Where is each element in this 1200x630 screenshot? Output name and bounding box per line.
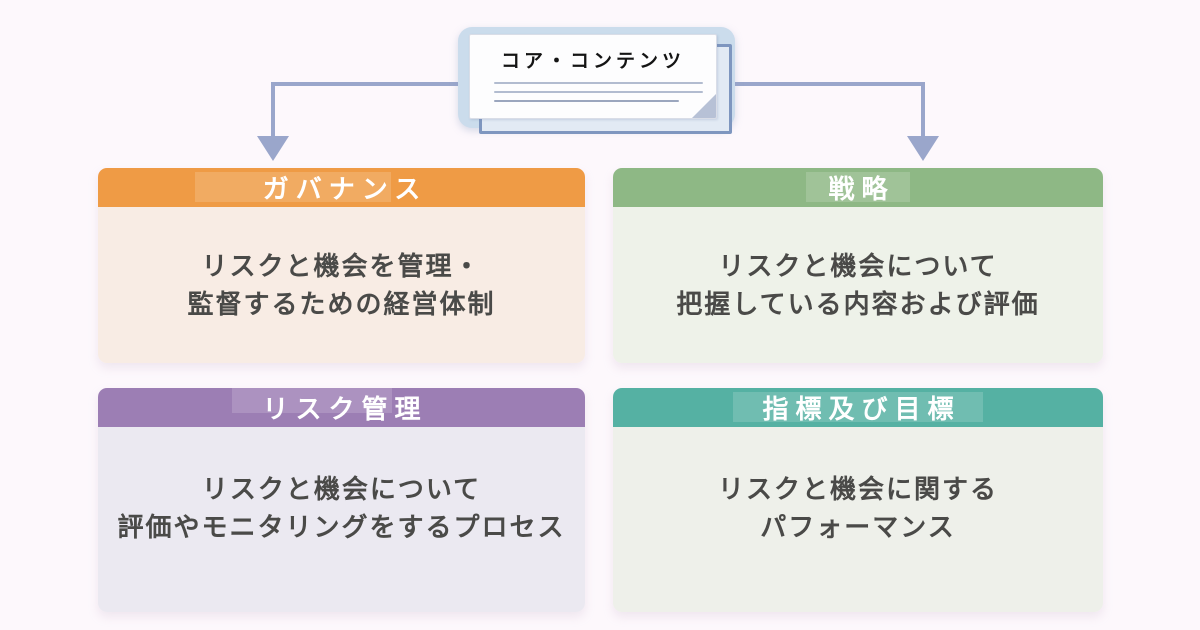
card-strategy: 戦略 リスクと機会について 把握している内容および評価 — [613, 168, 1103, 363]
card-governance-header: ガバナンス — [98, 168, 585, 207]
card-risk-management-text-line2: 評価やモニタリングをするプロセス — [117, 511, 566, 542]
connector-arrow-right — [733, 82, 939, 161]
card-metrics-targets: 指標及び目標 リスクと機会に関する パフォーマンス — [613, 388, 1103, 612]
text-line-decoration — [494, 82, 703, 84]
card-risk-management-header: リスク管理 — [98, 388, 585, 427]
arrowhead-down-icon — [257, 136, 289, 161]
connector-arrow-left — [257, 82, 460, 161]
card-governance-body: リスクと機会を管理・ 監督するための経営体制 — [98, 207, 585, 363]
card-metrics-targets-body: リスクと機会に関する パフォーマンス — [613, 427, 1103, 612]
card-strategy-text-line2: 把握している内容および評価 — [676, 289, 1040, 319]
folded-corner-icon — [692, 94, 716, 118]
card-strategy-title: 戦略 — [828, 174, 895, 204]
header-highlight — [194, 172, 391, 202]
card-governance-text-line1: リスクと機会を管理・ — [201, 251, 482, 281]
card-governance-text-line2: 監督するための経営体制 — [187, 289, 496, 319]
card-metrics-targets-text-line1: リスクと機会に関する — [717, 473, 998, 504]
card-risk-management-text-line1: リスクと機会について — [201, 473, 482, 504]
card-metrics-targets-text-line2: パフォーマンス — [760, 511, 956, 542]
core-content-document: コア・コンテンツ — [458, 27, 735, 134]
card-strategy-body: リスクと機会について 把握している内容および評価 — [613, 207, 1103, 363]
card-strategy-header: 戦略 — [613, 168, 1103, 207]
header-highlight — [806, 172, 910, 202]
text-line-decoration — [494, 91, 703, 93]
arrowhead-down-icon — [907, 136, 939, 161]
card-risk-management: リスク管理 リスクと機会について 評価やモニタリングをするプロセス — [98, 388, 585, 612]
card-governance-title: ガバナンス — [262, 174, 428, 204]
card-governance: ガバナンス リスクと機会を管理・ 監督するための経営体制 — [98, 168, 585, 363]
text-line-decoration — [494, 100, 679, 102]
card-metrics-targets-title: 指標及び目標 — [762, 394, 961, 424]
card-risk-management-title: リスク管理 — [262, 394, 428, 424]
card-risk-management-body: リスクと機会について 評価やモニタリングをするプロセス — [98, 427, 585, 612]
header-highlight — [733, 392, 983, 422]
card-strategy-text-line1: リスクと機会について — [718, 251, 998, 281]
header-highlight — [232, 388, 393, 413]
card-metrics-targets-header: 指標及び目標 — [613, 388, 1103, 427]
document-title: コア・コンテンツ — [500, 51, 685, 72]
document-page-icon: コア・コンテンツ — [469, 34, 717, 119]
